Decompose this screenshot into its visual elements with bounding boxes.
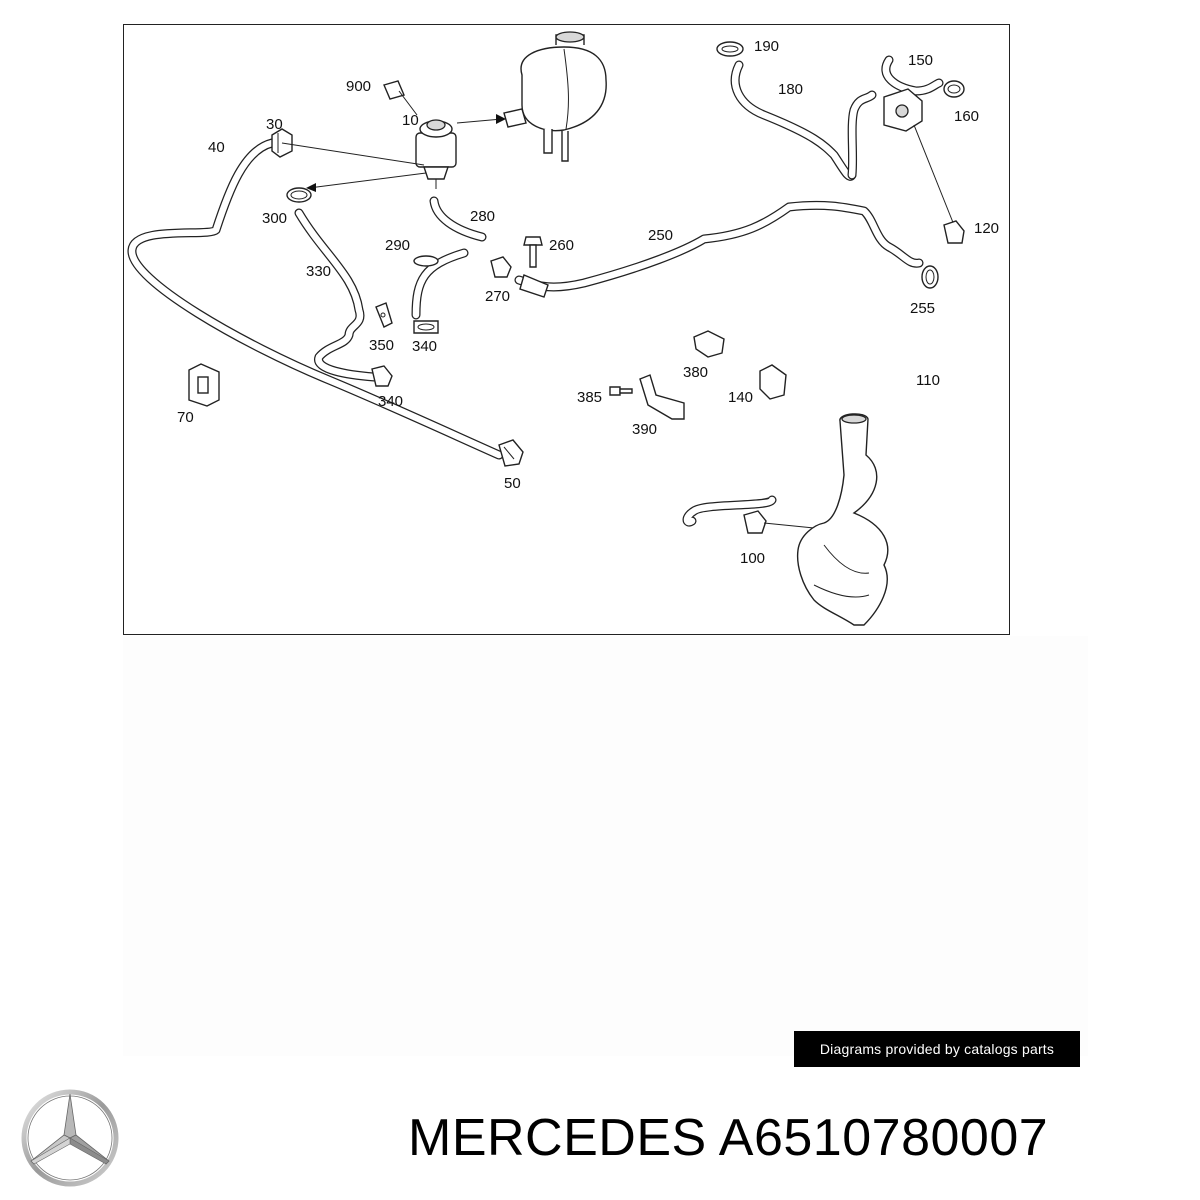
clamp-160 [943, 80, 965, 98]
bolt-385 [609, 386, 633, 396]
clamp-50 [498, 439, 524, 467]
callout-120: 120 [974, 220, 999, 237]
callout-290: 290 [385, 237, 410, 254]
clip-380 [693, 330, 725, 358]
callout-30: 30 [266, 116, 283, 133]
hose-40 [127, 138, 504, 460]
expansion-tank [503, 31, 607, 162]
parts-diagram-drawing: 900 10 30 40 300 280 290 260 330 270 250… [127, 31, 999, 626]
callout-340: 340 [378, 393, 403, 410]
callout-250: 250 [648, 227, 673, 244]
callout-340: 340 [412, 338, 437, 355]
hose-180 [730, 60, 877, 181]
clip-140 [759, 364, 787, 400]
callout-260: 260 [549, 237, 574, 254]
callout-40: 40 [208, 139, 225, 156]
callout-280: 280 [470, 208, 495, 225]
clamp-270 [490, 256, 512, 278]
callout-900: 900 [346, 78, 371, 95]
hose-280 [429, 196, 487, 242]
callout-10: 10 [402, 112, 419, 129]
callout-110: 110 [916, 372, 940, 389]
callout-100: 100 [740, 550, 765, 567]
diagram-credit: Diagrams provided by catalogs parts [794, 1031, 1080, 1067]
clamp-340-upper [413, 320, 439, 334]
pump-10 [415, 119, 457, 189]
clamp-340-lower [371, 365, 393, 387]
bracket-390 [639, 374, 685, 420]
callout-190: 190 [754, 38, 779, 55]
callout-350: 350 [369, 337, 394, 354]
hose-250 [514, 200, 924, 298]
callout-390: 390 [632, 421, 657, 438]
callout-300: 300 [262, 210, 287, 227]
callout-180: 180 [778, 81, 803, 98]
clamp-70 [188, 363, 220, 407]
hose-290 [411, 248, 469, 320]
hose-150 [881, 55, 944, 96]
clamp-255 [921, 265, 939, 289]
reservoir-tank [796, 413, 889, 626]
callout-160: 160 [954, 108, 979, 125]
clamp-100 [743, 510, 825, 534]
callout-380: 380 [683, 364, 708, 381]
clamp-120 [943, 220, 965, 244]
callout-140: 140 [728, 389, 753, 406]
callout-150: 150 [908, 52, 933, 69]
callout-385: 385 [577, 389, 602, 406]
callout-330: 330 [306, 263, 331, 280]
mercedes-star-icon [21, 1089, 119, 1187]
hose-330 [294, 208, 379, 382]
part-title: MERCEDES A6510780007 [408, 1109, 1049, 1167]
parts-diagram: 900 10 30 40 300 280 290 260 330 270 250… [123, 24, 1010, 635]
bracket-350 [375, 302, 393, 328]
clamp-190 [716, 41, 744, 57]
callout-50: 50 [504, 475, 521, 492]
clamp-300 [286, 187, 312, 203]
bolt-260 [523, 236, 543, 268]
callout-70: 70 [177, 409, 194, 426]
connector-900 [383, 80, 418, 116]
background-band [123, 636, 1088, 1056]
callout-255: 255 [910, 300, 935, 317]
hose-110 [682, 245, 970, 527]
thermostat [883, 88, 955, 226]
callout-270: 270 [485, 288, 510, 305]
